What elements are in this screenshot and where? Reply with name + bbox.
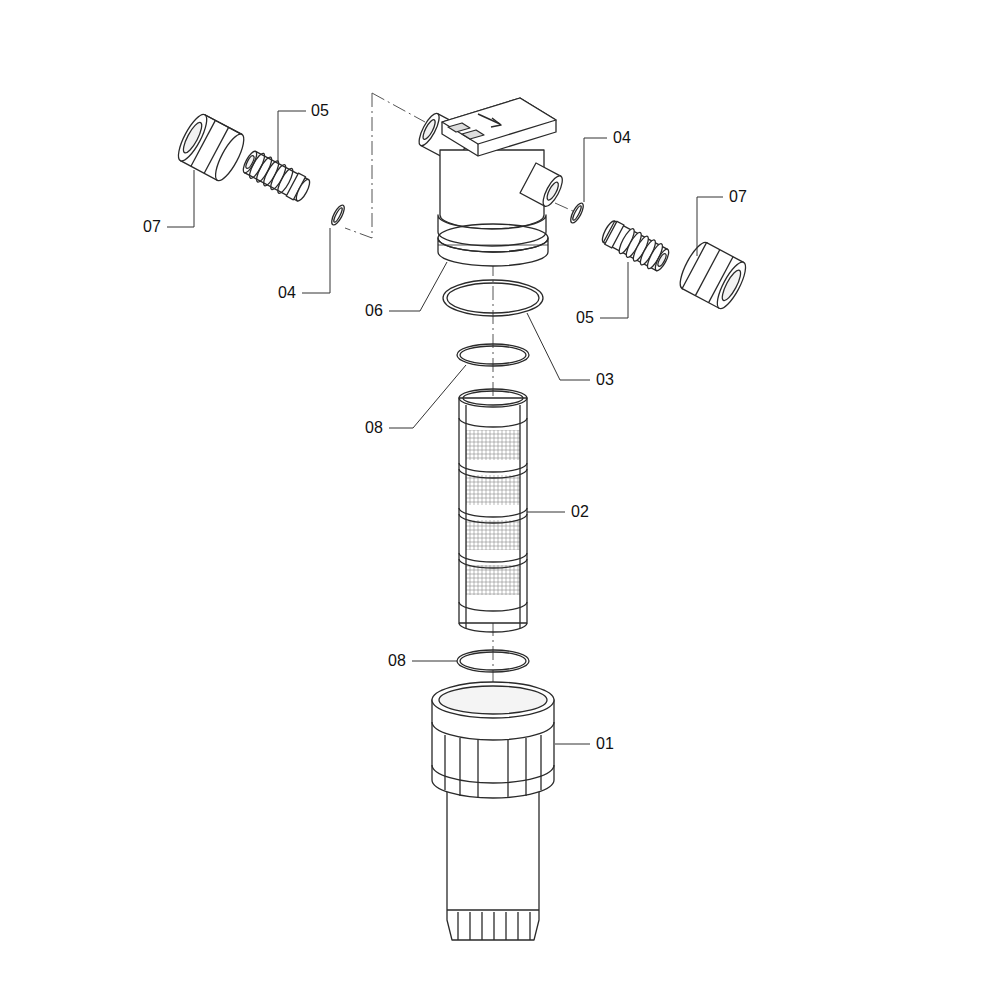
- filter-head: [415, 98, 566, 266]
- callout-number: 05: [309, 102, 331, 120]
- callout-number: 07: [727, 188, 749, 206]
- filter-screen: [459, 389, 527, 632]
- callout-number: 04: [611, 129, 633, 147]
- callout-number: 03: [594, 371, 616, 389]
- leader-line: [167, 111, 723, 744]
- union-nut: [173, 111, 249, 184]
- callout-number: 08: [386, 652, 408, 670]
- union-nut: [675, 239, 751, 312]
- hose-barb: [599, 218, 672, 275]
- hose-barb: [240, 148, 313, 205]
- callout-number: 04: [276, 284, 298, 302]
- filter-bowl: [432, 682, 554, 940]
- callout-number: 01: [594, 735, 616, 753]
- o-ring: [443, 280, 543, 316]
- callout-number: 08: [363, 419, 385, 437]
- seal-ring: [457, 650, 529, 672]
- o-ring: [329, 203, 346, 226]
- callout-number: 07: [141, 218, 163, 236]
- callout-number: 05: [574, 309, 596, 327]
- callout-number: 06: [363, 302, 385, 320]
- seal-ring: [457, 344, 529, 366]
- callout-number: 02: [569, 503, 591, 521]
- axis-line: [345, 93, 575, 905]
- o-ring: [568, 201, 585, 224]
